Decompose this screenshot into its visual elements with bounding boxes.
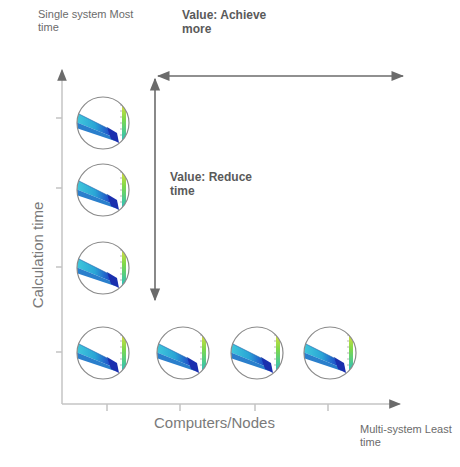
value-label: Value: Reduce time [170,170,270,199]
corner-label: Single system Most time [38,8,148,34]
corner-label: Multi-system Least time [360,423,456,449]
axis-title: Computers/Nodes [154,414,314,432]
axis-title: Calculation time [29,202,47,309]
value-label: Value: Achieve more [182,8,292,37]
